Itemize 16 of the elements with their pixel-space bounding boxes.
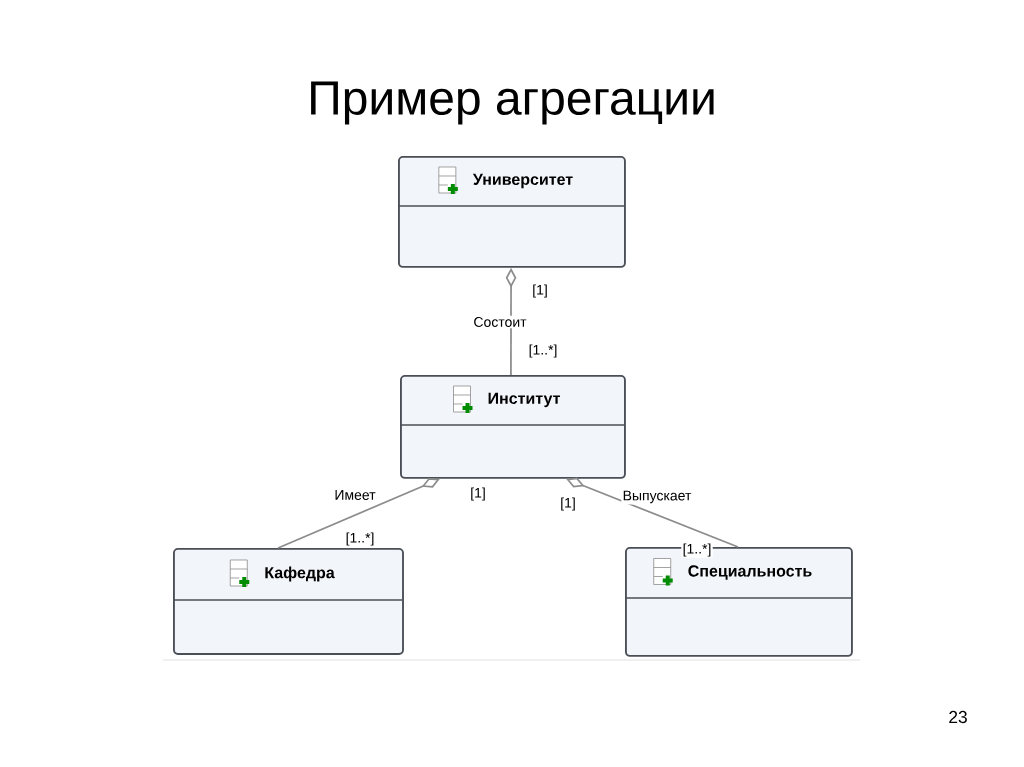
multiplicity-label: [1]	[530, 283, 550, 299]
multiplicity-label: [1]	[558, 496, 578, 512]
edge-label: Состоит	[472, 315, 528, 329]
multiplicity-label: [1..*]	[681, 542, 713, 558]
title: Пример агрегации	[311, 81, 714, 125]
edge-label: Имеет	[333, 488, 377, 502]
multiplicity-label: [1]	[468, 486, 488, 502]
class-box: Кафедра	[172, 548, 404, 655]
aggregation-line	[277, 477, 440, 549]
class-box: Университет	[397, 156, 626, 268]
page-number: 23	[947, 709, 969, 725]
edge-label: Выпускает	[621, 489, 693, 505]
multiplicity-label: [1..*]	[344, 531, 376, 547]
class-box: Институт	[399, 375, 626, 479]
aggregation-line	[566, 477, 739, 548]
multiplicity-label: [1..*]	[527, 343, 559, 359]
